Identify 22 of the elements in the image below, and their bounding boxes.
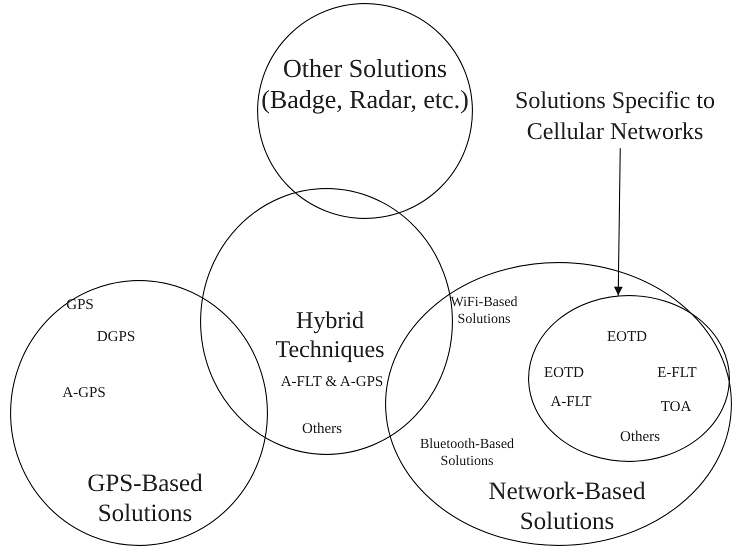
venn-circle	[257, 3, 473, 219]
item-label: E-FLT	[656, 364, 698, 382]
venn-circle	[10, 280, 268, 546]
circle-title: Other Solutions (Badge, Radar, etc.)	[260, 52, 470, 116]
circle-title: Hybrid Techniques	[274, 307, 386, 365]
leader-arrow	[614, 148, 623, 296]
circle-title: Network-Based Solutions	[488, 477, 646, 537]
circle-title: GPS-Based Solutions	[86, 469, 204, 529]
item-label: Bluetooth-Based Solutions	[418, 437, 516, 471]
item-label: EOTD	[543, 364, 585, 382]
item-label: Others	[301, 420, 343, 438]
item-label: EOTD	[606, 328, 648, 346]
callout-text: Solutions Specific to Cellular Networks	[490, 86, 732, 148]
item-label: A-FLT & A-GPS	[280, 373, 384, 391]
item-label: TOA	[660, 398, 692, 416]
item-label: Others	[619, 428, 661, 446]
item-label: A-GPS	[61, 384, 107, 402]
item-label: DGPS	[96, 328, 136, 346]
item-label: GPS	[65, 296, 95, 314]
venn-circle	[528, 295, 730, 462]
venn-circle	[385, 262, 732, 546]
item-label: A-FLT	[549, 393, 593, 411]
